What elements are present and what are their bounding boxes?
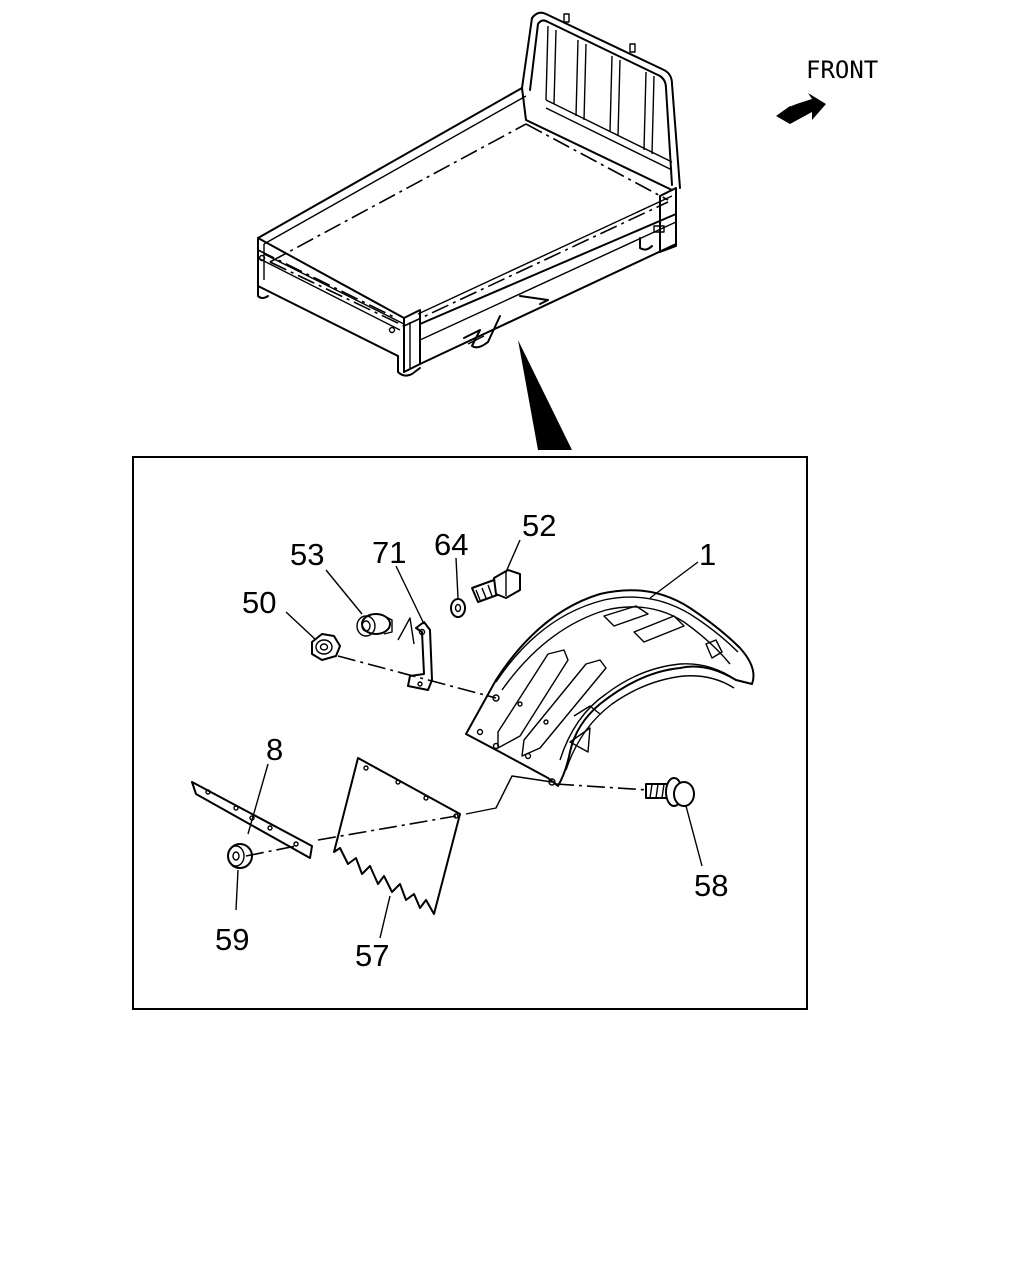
front-indicator: FRONT [776,56,878,124]
callout-1: 1 [699,537,716,572]
mudflap-part-57 [333,757,461,915]
bolt-part-58 [645,777,695,807]
front-arrow-icon [776,93,826,124]
fender-part-1 [465,589,755,787]
bolt-part-52 [471,569,521,603]
nut-part-59 [227,843,253,869]
callout-52: 52 [522,508,556,543]
assembly-lines [245,655,649,857]
washer-part-64 [450,598,466,618]
callout-53: 53 [290,537,324,572]
callout-71: 71 [372,535,406,570]
detail-pointer-icon [518,340,572,450]
callout-64: 64 [434,527,468,562]
leader-lines [235,539,703,939]
nut-part-50 [311,633,341,661]
callout-labels: 1 52 64 71 53 50 8 59 57 58 [215,508,728,973]
detail-frame [132,456,808,1010]
nut-part-53 [356,613,393,637]
callout-57: 57 [355,938,389,973]
callout-8: 8 [266,732,283,767]
bracket-part-71 [397,617,433,691]
callout-50: 50 [242,585,276,620]
callout-59: 59 [215,922,249,957]
callout-58: 58 [694,868,728,903]
truck-bed-overview [257,11,681,377]
front-label: FRONT [806,56,878,84]
